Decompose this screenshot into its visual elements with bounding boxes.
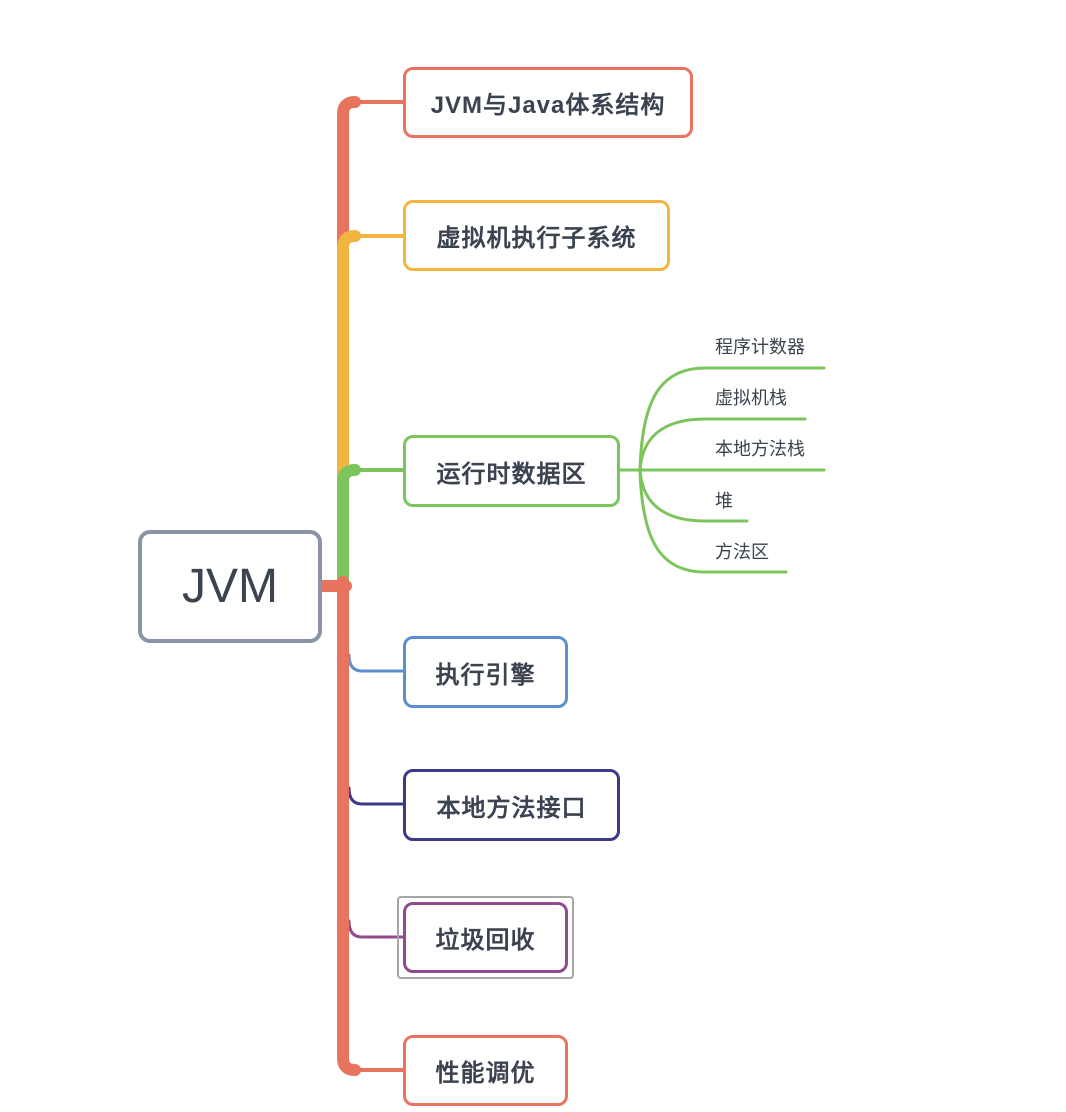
topic-label: 运行时数据区 <box>436 460 587 488</box>
topic-execution-subsystem[interactable]: 虚拟机执行子系统 <box>403 200 670 271</box>
topic-runtime-data-area[interactable]: 运行时数据区 <box>403 435 620 507</box>
connector-trunk-performance-tuning <box>337 576 361 1076</box>
root-topic-label: JVM <box>182 560 278 613</box>
topic-label: 本地方法接口 <box>436 794 587 822</box>
topic-label: 虚拟机执行子系统 <box>436 225 637 252</box>
topic-label: 执行引擎 <box>435 661 536 689</box>
subtopic-method-area[interactable]: 方法区 <box>715 542 769 562</box>
topic-garbage-collection[interactable]: 垃圾回收 <box>403 902 568 973</box>
topic-label: 性能调优 <box>435 1060 536 1087</box>
topic-native-method-interface[interactable]: 本地方法接口 <box>403 769 620 841</box>
subtopic-heap[interactable]: 堆 <box>715 491 733 511</box>
connector-garbage-collection <box>347 919 406 939</box>
topic-label: JVM与Java体系结构 <box>430 92 666 119</box>
root-topic-jvm[interactable]: JVM <box>138 530 322 643</box>
topic-execution-engine[interactable]: 执行引擎 <box>403 636 568 708</box>
connector-vm-stack <box>638 417 807 472</box>
connector-method-area <box>638 468 788 574</box>
connector-native-interface <box>347 786 406 806</box>
subtopic-vm-stack[interactable]: 虚拟机栈 <box>715 388 787 408</box>
subtopic-program-counter[interactable]: 程序计数器 <box>715 337 805 357</box>
selection-outline <box>397 896 574 979</box>
topic-label: 垃圾回收 <box>435 927 536 954</box>
subtopic-native-method-stack[interactable]: 本地方法栈 <box>715 439 805 459</box>
connector-program-counter <box>638 366 826 472</box>
connector-execution-engine <box>347 653 406 673</box>
connector-trunk-runtime-data-area <box>337 464 361 592</box>
topic-performance-tuning[interactable]: 性能调优 <box>403 1035 568 1106</box>
topic-jvm-architecture[interactable]: JVM与Java体系结构 <box>403 67 693 138</box>
